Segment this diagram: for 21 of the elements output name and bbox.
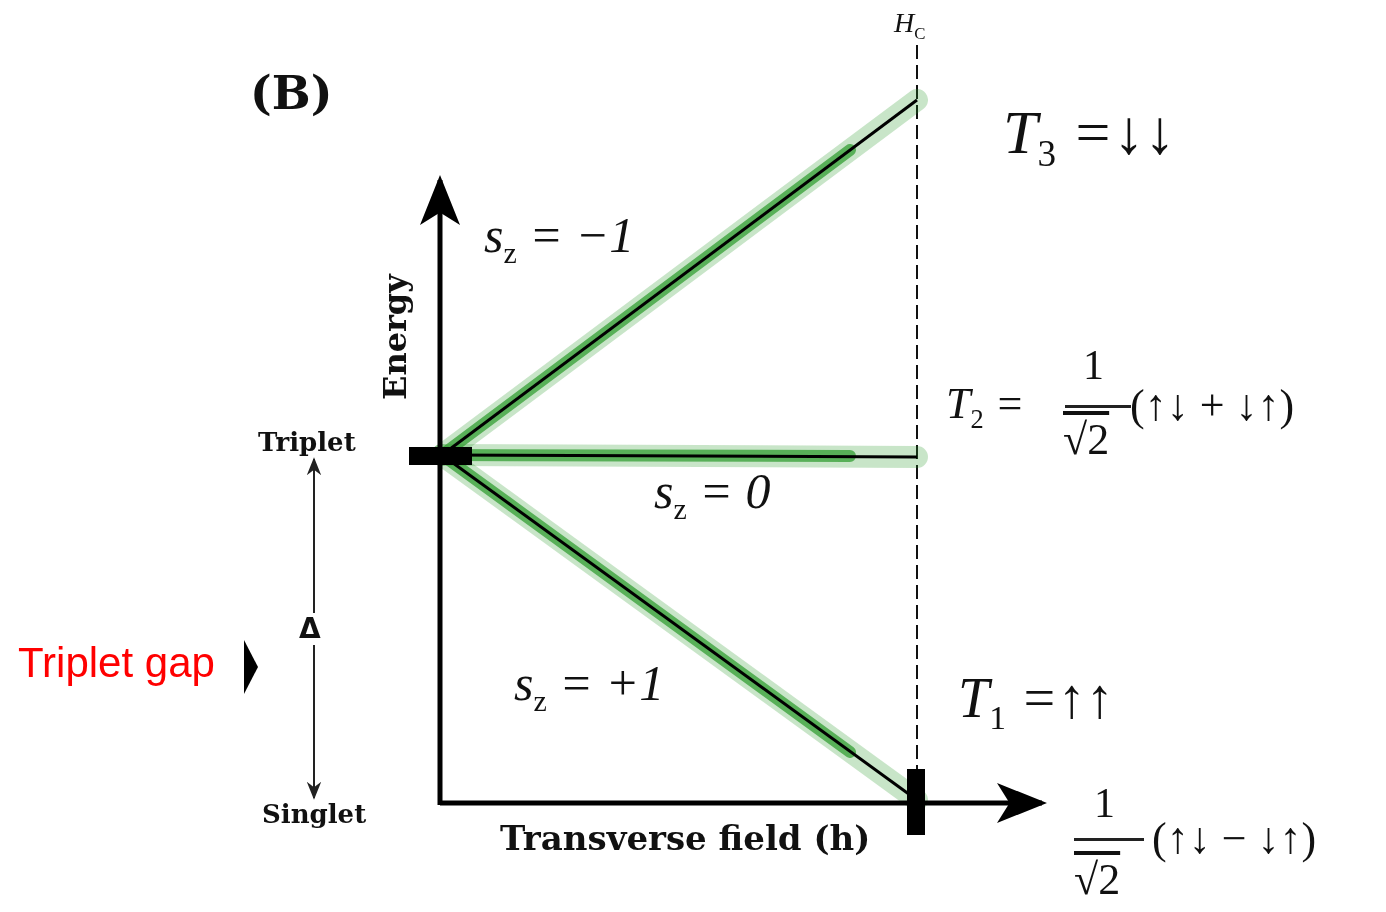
math-label: Transverse field (h)	[500, 820, 871, 858]
math-label: (↑↓ + ↓↑)	[1130, 382, 1295, 431]
level-label: Triplet	[258, 428, 356, 457]
math-label: √2	[1063, 416, 1110, 465]
math-label: T$_{3}$ =↓↓	[1003, 98, 1176, 176]
math-label: (↑↓ − ↓↑)	[1152, 815, 1317, 864]
math-label: Energy	[378, 274, 414, 400]
math-label: (B)	[250, 68, 333, 119]
level-label: Singlet	[262, 800, 367, 829]
annotation-text: Triplet gap	[18, 640, 215, 687]
math-label: 1	[1094, 780, 1115, 827]
math-label: √2	[1074, 856, 1121, 905]
math-label: H$_{C}$	[894, 8, 926, 44]
math-label: T$_{1}$ =↑↑	[958, 668, 1114, 738]
math-label: s$_{z}$ = −1	[484, 208, 635, 269]
math-label: s$_{z}$ = 0	[654, 464, 771, 525]
math-label: s$_{z}$ = +1	[514, 656, 665, 717]
math-label: T$_{2}$ =	[946, 380, 1025, 434]
edge-label: Δ	[297, 612, 323, 645]
math-label: 1	[1083, 342, 1104, 389]
double-arrow	[306, 457, 322, 800]
